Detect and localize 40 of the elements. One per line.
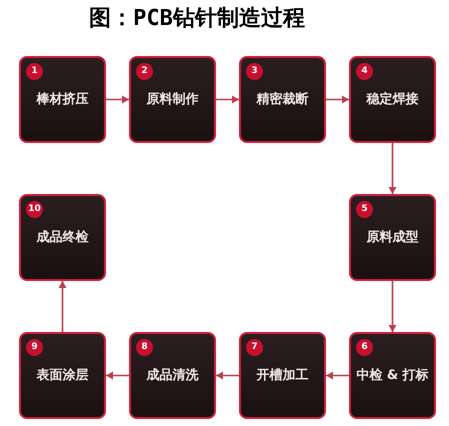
step-label: 表面涂层: [36, 368, 88, 384]
step-box: [19, 194, 106, 281]
step-box: [19, 332, 106, 419]
number-badge: 3: [246, 63, 263, 80]
step-label: 稳定焊接: [366, 92, 418, 108]
step-box: [129, 332, 216, 419]
arrow: [216, 96, 239, 104]
arrow: [106, 96, 129, 104]
number-badge: 9: [26, 339, 43, 356]
step-label: 开槽加工: [256, 368, 308, 384]
arrow: [388, 143, 396, 194]
title: 图：PCB钻针制造过程: [89, 5, 305, 33]
step-box: [239, 56, 326, 143]
step-box: [349, 332, 436, 419]
number-badge: 1: [26, 63, 43, 80]
arrow: [326, 96, 349, 104]
step-box: [129, 56, 216, 143]
step-label: 原料制作: [146, 92, 198, 108]
number-badge: 2: [136, 63, 153, 80]
arrow: [58, 281, 66, 332]
arrow: [106, 372, 129, 380]
step-label: 成品终检: [36, 230, 88, 246]
number-badge: 4: [356, 63, 373, 80]
step-box: [239, 332, 326, 419]
number-badge: 10: [26, 201, 43, 218]
arrow: [388, 281, 396, 332]
number-badge: 7: [246, 339, 263, 356]
step-label: 原料成型: [366, 230, 418, 246]
step-label: 成品清洗: [146, 368, 198, 384]
number-badge: 6: [356, 339, 373, 356]
number-badge: 5: [356, 201, 373, 218]
step-box: [349, 56, 436, 143]
arrow: [326, 372, 349, 380]
step-label: 中检 & 打标: [356, 368, 429, 384]
arrow: [216, 372, 239, 380]
step-box: [349, 194, 436, 281]
step-label: 精密裁断: [256, 92, 308, 108]
step-label: 棒材挤压: [36, 92, 88, 108]
step-box: [19, 56, 106, 143]
number-badge: 8: [136, 339, 153, 356]
